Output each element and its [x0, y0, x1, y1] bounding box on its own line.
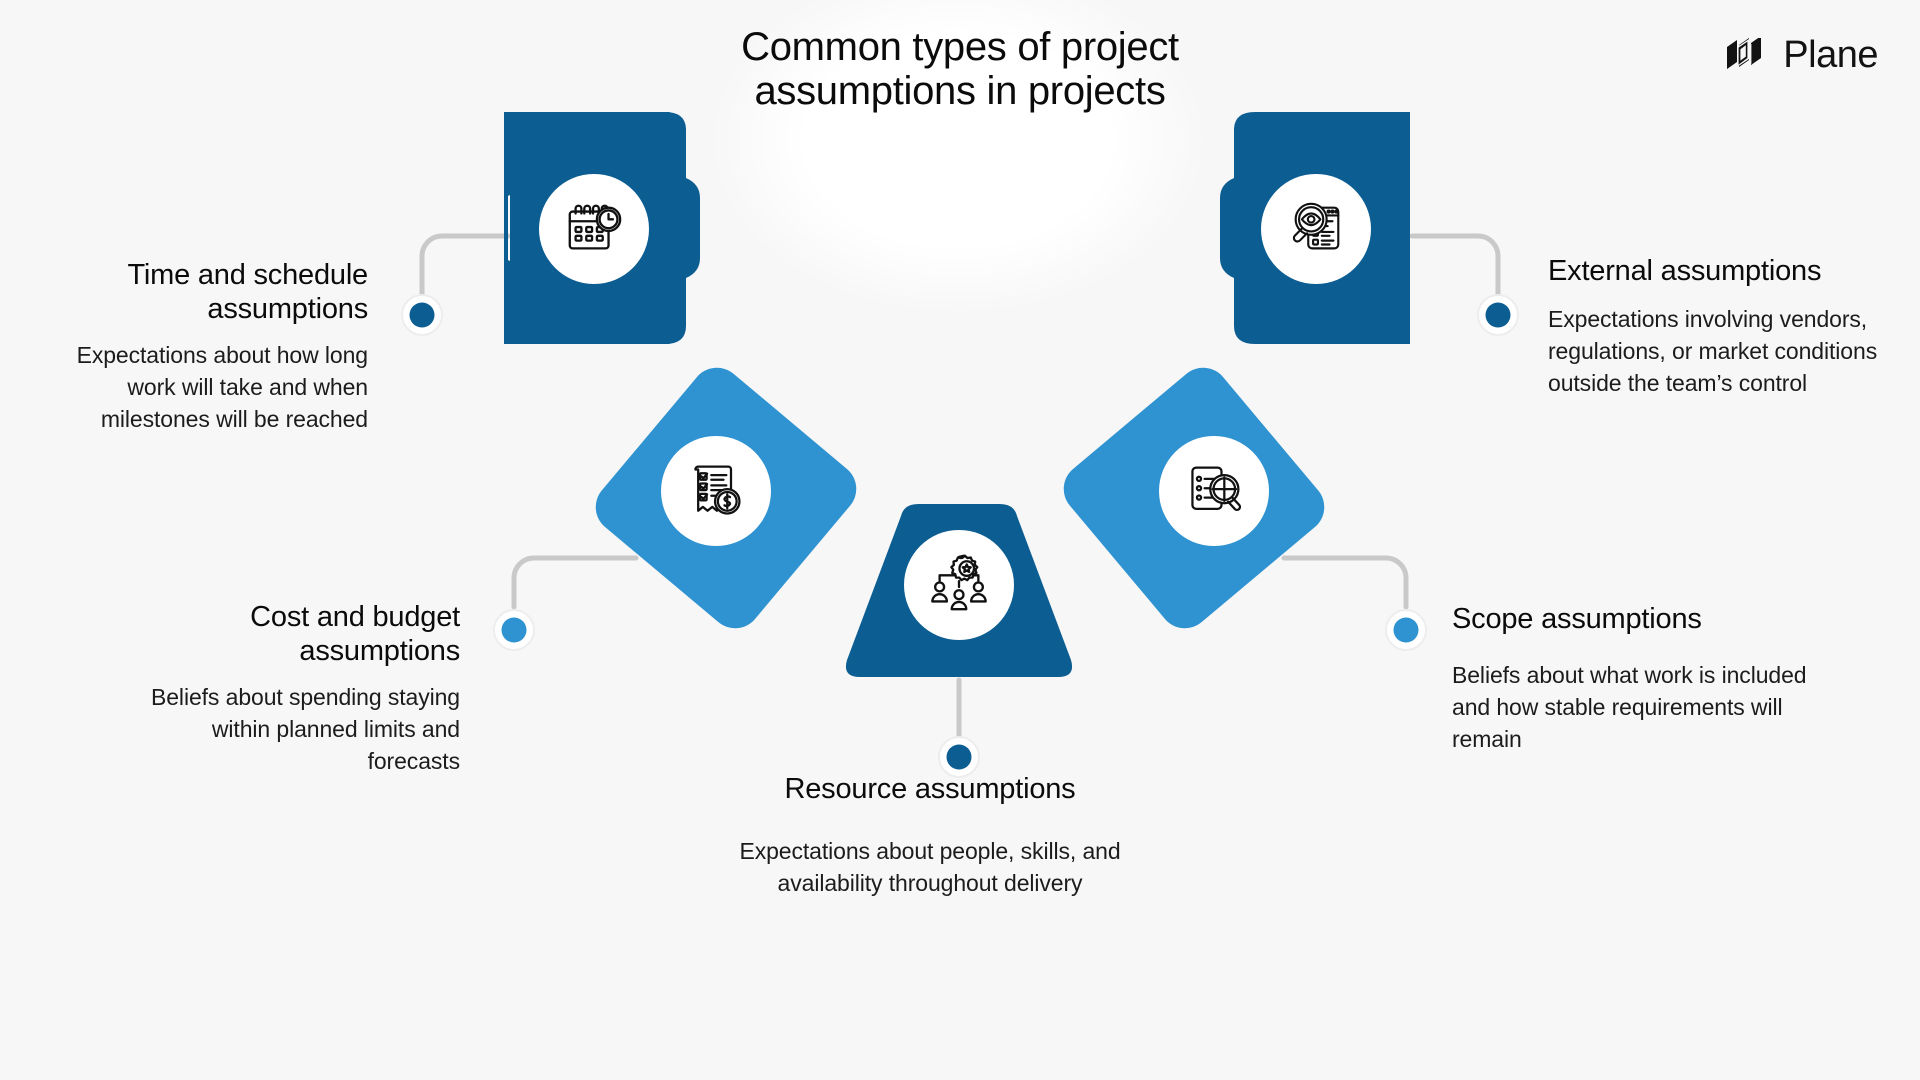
dot-resource[interactable]	[938, 736, 980, 778]
document-target-search-icon	[1191, 466, 1242, 511]
node-title-external: External assumptions	[1548, 255, 1822, 287]
icon-badge-time[interactable]	[539, 174, 649, 284]
node-text-cost: Cost and budget assumptions Beliefs abou…	[120, 600, 460, 778]
invoice-dollar-icon	[694, 465, 741, 515]
connector-scope	[1281, 555, 1409, 610]
dot-scope[interactable]	[1385, 609, 1427, 651]
node-text-external: External assumptions Expectations involv…	[1548, 254, 1900, 399]
node-desc-external: Expectations involving vendors, regulati…	[1548, 306, 1878, 396]
node-desc-resource: Expectations about people, skills, and a…	[739, 838, 1121, 896]
plane-logo-mark	[1727, 38, 1762, 69]
node-desc-cost: Beliefs about spending staying within pl…	[151, 684, 460, 774]
icon-badge-scope[interactable]	[1159, 436, 1269, 546]
brand-name: Plane	[1783, 34, 1878, 76]
node-text-scope: Scope assumptions Beliefs about what wor…	[1452, 602, 1812, 755]
icon-badge-cost[interactable]	[661, 436, 771, 546]
connector-time	[419, 233, 511, 298]
node-title-resource: Resource assumptions	[784, 773, 1076, 805]
connector-cost	[511, 555, 639, 610]
brand-logo[interactable]: Plane	[1725, 36, 1878, 74]
icon-badge-resource[interactable]	[904, 530, 1014, 640]
node-title-cost: Cost and budget assumptions	[250, 601, 460, 668]
icon-badge-external[interactable]	[1261, 174, 1371, 284]
node-text-resource: Resource assumptions Expectations about …	[700, 772, 1160, 900]
dot-cost[interactable]	[493, 609, 535, 651]
node-title-scope: Scope assumptions	[1452, 603, 1702, 635]
title-glow	[708, 0, 1208, 315]
node-desc-scope: Beliefs about what work is included and …	[1452, 662, 1807, 752]
connector-external	[1409, 233, 1501, 298]
calendar-clock-icon	[568, 204, 622, 250]
eye-magnifier-document-icon	[1292, 202, 1340, 250]
node-text-time: Time and schedule assumptions Expectatio…	[28, 258, 369, 436]
team-gear-icon	[931, 554, 987, 611]
page-title: Common types of project assumptions in p…	[741, 25, 1179, 113]
node-title-time: Time and schedule assumptions	[127, 259, 368, 326]
dot-external[interactable]	[1477, 294, 1519, 336]
dot-time[interactable]	[401, 294, 443, 336]
node-desc-time: Expectations about how long work will ta…	[76, 342, 369, 432]
